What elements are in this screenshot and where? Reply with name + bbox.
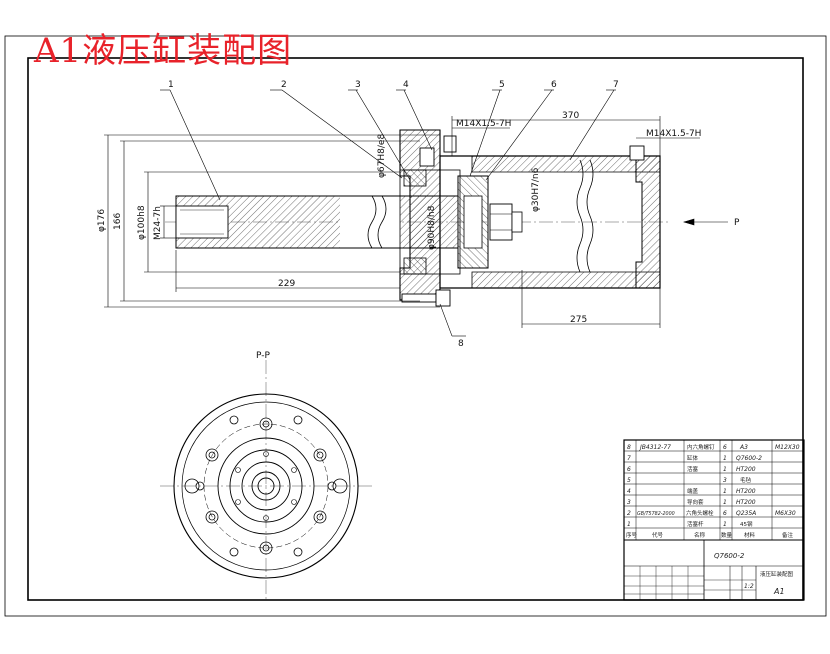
callout-7: 7 [613, 80, 619, 90]
dim-port1: M14X1.5-7H [456, 119, 511, 129]
svg-text:5: 5 [627, 477, 631, 484]
parts-header: 序号 代号 名称 数量 材料 备注 [626, 531, 794, 539]
dim-d30: φ30H7/n6 [531, 167, 541, 212]
scale: 1:2 [744, 583, 754, 590]
dim-d100: φ100h8 [137, 205, 147, 240]
dim-m24: M24-7h [153, 206, 163, 240]
outer-border [4, 35, 827, 617]
dim-370: 370 [562, 111, 579, 121]
parts-row: 8 JB4312-77 内六角螺钉 6 A3 M12X30 [627, 443, 800, 451]
drawing-name: 液压缸装配图 [760, 570, 794, 578]
inner-frame [27, 57, 804, 601]
parts-row: 4 端盖 1 HT200 [627, 487, 756, 495]
svg-text:JB4312-77: JB4312-77 [639, 444, 671, 451]
svg-text:6: 6 [627, 466, 631, 473]
parts-row: 7 缸体 1 Q7600-2 [627, 454, 762, 462]
svg-text:45钢: 45钢 [740, 520, 753, 528]
callout-5: 5 [499, 80, 505, 90]
parts-row: 1 活塞杆 1 45钢 [627, 520, 753, 528]
svg-text:名称: 名称 [694, 531, 706, 539]
svg-text:六角头螺栓: 六角头螺栓 [686, 509, 714, 517]
dim-d67: φ67H8/e8 [377, 134, 387, 178]
svg-text:缸体: 缸体 [687, 454, 699, 462]
svg-text:M12X30: M12X30 [775, 444, 800, 451]
svg-text:M6X30: M6X30 [775, 510, 796, 517]
svg-text:Q7600-2: Q7600-2 [736, 455, 762, 462]
svg-text:导向套: 导向套 [687, 498, 704, 506]
callout-4: 4 [403, 80, 409, 90]
svg-text:1: 1 [723, 466, 727, 473]
svg-text:1: 1 [723, 455, 727, 462]
end-view-p-p [160, 360, 372, 600]
callout-8: 8 [458, 339, 464, 349]
svg-text:内六角螺钉: 内六角螺钉 [687, 443, 715, 451]
callout-6: 6 [551, 80, 557, 90]
svg-text:备注: 备注 [782, 531, 794, 539]
svg-text:1: 1 [723, 488, 727, 495]
svg-text:材料: 材料 [744, 531, 756, 539]
parts-row: 6 活塞 1 HT200 [627, 465, 756, 473]
svg-text:活塞: 活塞 [687, 465, 699, 473]
svg-text:1: 1 [723, 521, 727, 528]
dim-d176: φ176 [97, 209, 107, 232]
svg-text:HT200: HT200 [736, 488, 756, 495]
parts-row: 2 GB/T5782-2000 六角头螺栓 6 Q235A M6X30 [627, 509, 796, 517]
svg-text:GB/T5782-2000: GB/T5782-2000 [637, 511, 675, 517]
svg-text:A3: A3 [739, 444, 748, 451]
svg-text:1: 1 [627, 521, 631, 528]
drawing-number: Q7600-2 [714, 552, 745, 560]
svg-text:7: 7 [627, 455, 631, 462]
main-section-view [165, 129, 668, 307]
svg-text:8: 8 [627, 444, 631, 451]
svg-text:3: 3 [723, 477, 727, 484]
dim-166: 166 [113, 213, 123, 230]
dim-229: 229 [278, 279, 295, 289]
parts-row: 5 3 毛毡 [627, 476, 752, 484]
svg-text:1: 1 [723, 499, 727, 506]
dim-d90: φ90H8/h8 [427, 205, 437, 250]
dimension-lines [104, 89, 728, 337]
svg-text:3: 3 [627, 499, 631, 506]
callout-3: 3 [355, 80, 361, 90]
svg-text:Q235A: Q235A [736, 510, 756, 517]
page-title: A1液压缸装配图 [34, 31, 293, 71]
svg-text:端盖: 端盖 [687, 487, 699, 495]
svg-text:4: 4 [627, 488, 631, 495]
callout-1: 1 [168, 80, 174, 90]
callout-2: 2 [281, 80, 287, 90]
svg-text:数量: 数量 [721, 531, 733, 539]
svg-text:HT200: HT200 [736, 466, 756, 473]
parts-row: 3 导向套 1 HT200 [627, 498, 756, 506]
svg-text:序号: 序号 [626, 531, 638, 539]
sheet-size: A1 [773, 587, 785, 596]
svg-text:6: 6 [723, 444, 727, 451]
pressure-arrow-label: P [734, 218, 740, 228]
svg-text:毛毡: 毛毡 [740, 476, 752, 484]
svg-text:HT200: HT200 [736, 499, 756, 506]
svg-text:代号: 代号 [652, 531, 664, 539]
section-label: P-P [256, 351, 270, 361]
title-block-grid [623, 439, 805, 601]
dim-port2: M14X1.5-7H [646, 129, 701, 139]
svg-text:6: 6 [723, 510, 727, 517]
dim-275: 275 [570, 315, 587, 325]
parts-list: 8 JB4312-77 内六角螺钉 6 A3 M12X30 7 缸体 1 Q76… [626, 443, 800, 539]
svg-text:活塞杆: 活塞杆 [687, 520, 704, 528]
svg-text:2: 2 [627, 510, 631, 517]
